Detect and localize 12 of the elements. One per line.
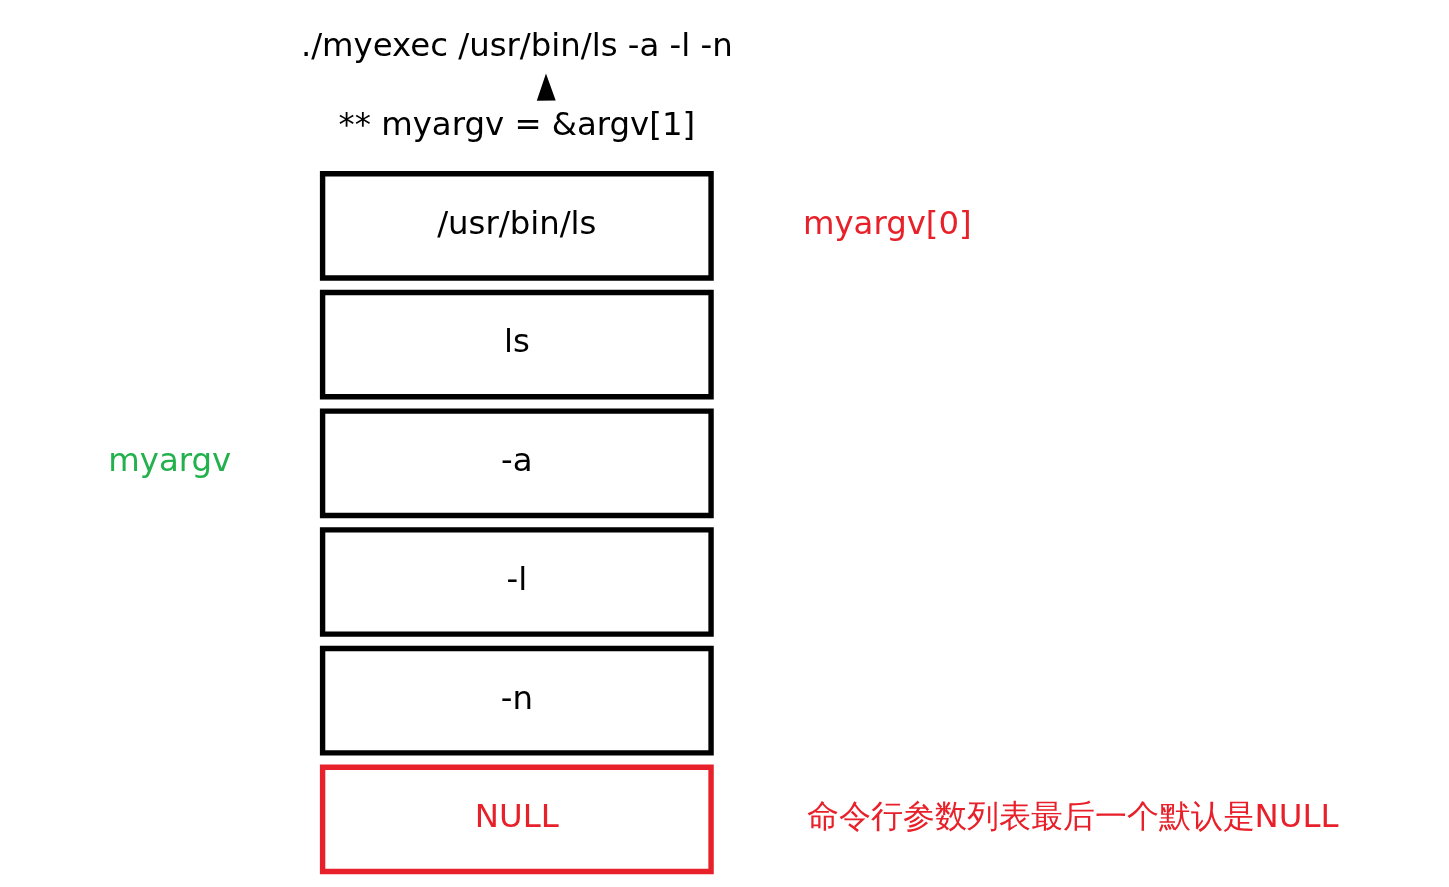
node-text: ** myargv = &argv[1] — [338, 104, 695, 143]
node-box: /usr/bin/ls — [319, 171, 714, 281]
node-text: ./myexec /usr/bin/ls -a -l -n — [300, 25, 733, 64]
node-box: -n — [319, 645, 714, 756]
node-box: -l — [319, 527, 714, 637]
node-box: -a — [319, 408, 714, 519]
label: myargv — [107, 441, 231, 480]
label: 命令行参数列表最后一个默认是NULL — [806, 797, 1339, 836]
node-box: ls — [319, 289, 714, 400]
node-label: myargv[0] — [802, 203, 972, 242]
arrow — [536, 73, 556, 101]
node-box: NULL — [319, 764, 714, 875]
